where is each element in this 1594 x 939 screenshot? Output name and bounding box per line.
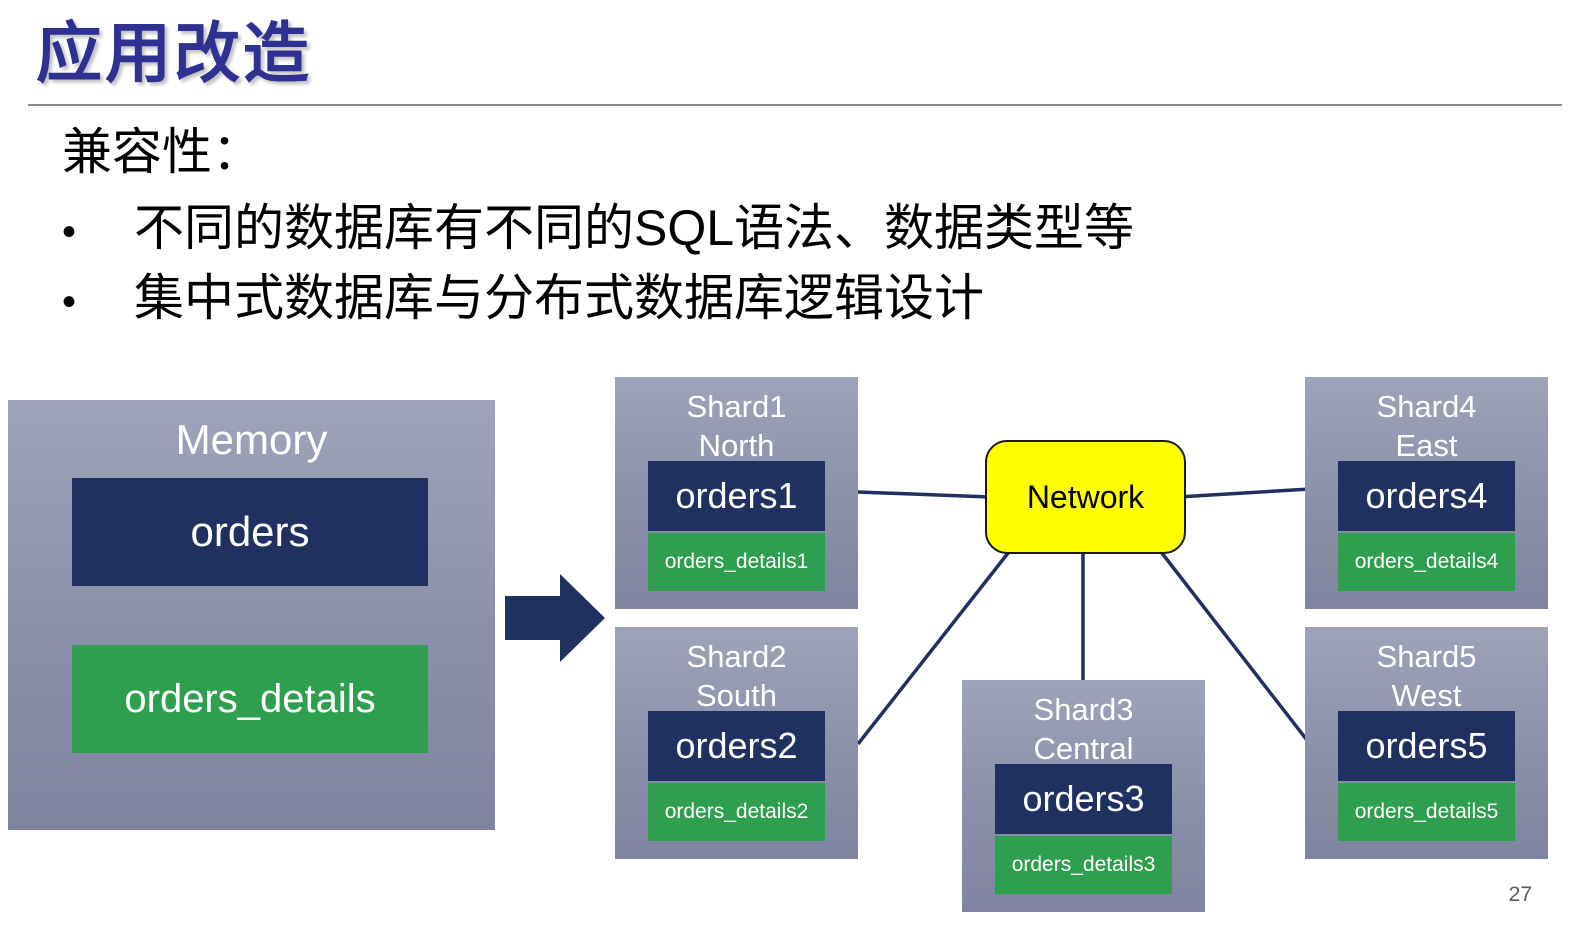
shard5-title: Shard5 West bbox=[1305, 637, 1548, 715]
shard1-orders-table: orders1 bbox=[648, 461, 825, 531]
shard3-box: Shard3 Central orders3 orders_details3 bbox=[962, 680, 1205, 912]
shard4-box: Shard4 East orders4 orders_details4 bbox=[1305, 377, 1548, 609]
shard5-details-table: orders_details5 bbox=[1338, 783, 1515, 841]
shard1-box: Shard1 North orders1 orders_details1 bbox=[615, 377, 858, 609]
connector-shard1 bbox=[857, 490, 991, 499]
orders-table: orders bbox=[72, 478, 428, 586]
shard3-region: Central bbox=[1033, 731, 1134, 766]
bullet-text-2: 集中式数据库与分布式数据库逻辑设计 bbox=[134, 270, 984, 326]
shard2-title: Shard2 South bbox=[615, 637, 858, 715]
shard3-name: Shard3 bbox=[1033, 692, 1134, 727]
bullet-text-1: 不同的数据库有不同的SQL语法、数据类型等 bbox=[134, 200, 1135, 256]
shard1-name: Shard1 bbox=[686, 389, 787, 424]
shard1-title: Shard1 North bbox=[615, 387, 858, 465]
shard2-orders-table: orders2 bbox=[648, 711, 825, 781]
shard3-details-table: orders_details3 bbox=[995, 836, 1172, 894]
page-number: 27 bbox=[1508, 883, 1532, 906]
shard2-name: Shard2 bbox=[686, 639, 787, 674]
shard4-name: Shard4 bbox=[1376, 389, 1477, 424]
title-divider bbox=[28, 104, 1562, 106]
shard5-orders-table: orders5 bbox=[1338, 711, 1515, 781]
orders-details-table: orders_details bbox=[72, 645, 428, 753]
memory-box: Memory orders orders_details bbox=[8, 400, 495, 830]
bullet-item-1: • 不同的数据库有不同的SQL语法、数据类型等 bbox=[62, 198, 1134, 262]
shard5-region: West bbox=[1391, 678, 1462, 713]
shard1-details-table: orders_details1 bbox=[648, 533, 825, 591]
shard2-region: South bbox=[695, 678, 777, 713]
shard4-region: East bbox=[1395, 428, 1458, 463]
shard1-region: North bbox=[698, 428, 775, 463]
right-block-arrow bbox=[505, 574, 605, 662]
memory-title: Memory bbox=[175, 416, 328, 463]
shard4-title: Shard4 East bbox=[1305, 387, 1548, 465]
shard5-box: Shard5 West orders5 orders_details5 bbox=[1305, 627, 1548, 859]
shard4-details-table: orders_details4 bbox=[1338, 533, 1515, 591]
bullet-item-2: • 集中式数据库与分布式数据库逻辑设计 bbox=[62, 268, 984, 332]
shard3-title: Shard3 Central bbox=[962, 690, 1205, 768]
network-node: Network bbox=[985, 440, 1186, 554]
compatibility-heading: 兼容性： bbox=[62, 124, 262, 180]
page-title: 应用改造 bbox=[36, 16, 312, 90]
shard4-orders-table: orders4 bbox=[1338, 461, 1515, 531]
shard3-orders-table: orders3 bbox=[995, 764, 1172, 834]
shard2-box: Shard2 South orders2 orders_details2 bbox=[615, 627, 858, 859]
shard5-name: Shard5 bbox=[1376, 639, 1477, 674]
connector-shard4 bbox=[1177, 487, 1311, 499]
bullet-icon: • bbox=[62, 280, 77, 324]
shard2-details-table: orders_details2 bbox=[648, 783, 825, 841]
bullet-icon: • bbox=[62, 210, 77, 254]
